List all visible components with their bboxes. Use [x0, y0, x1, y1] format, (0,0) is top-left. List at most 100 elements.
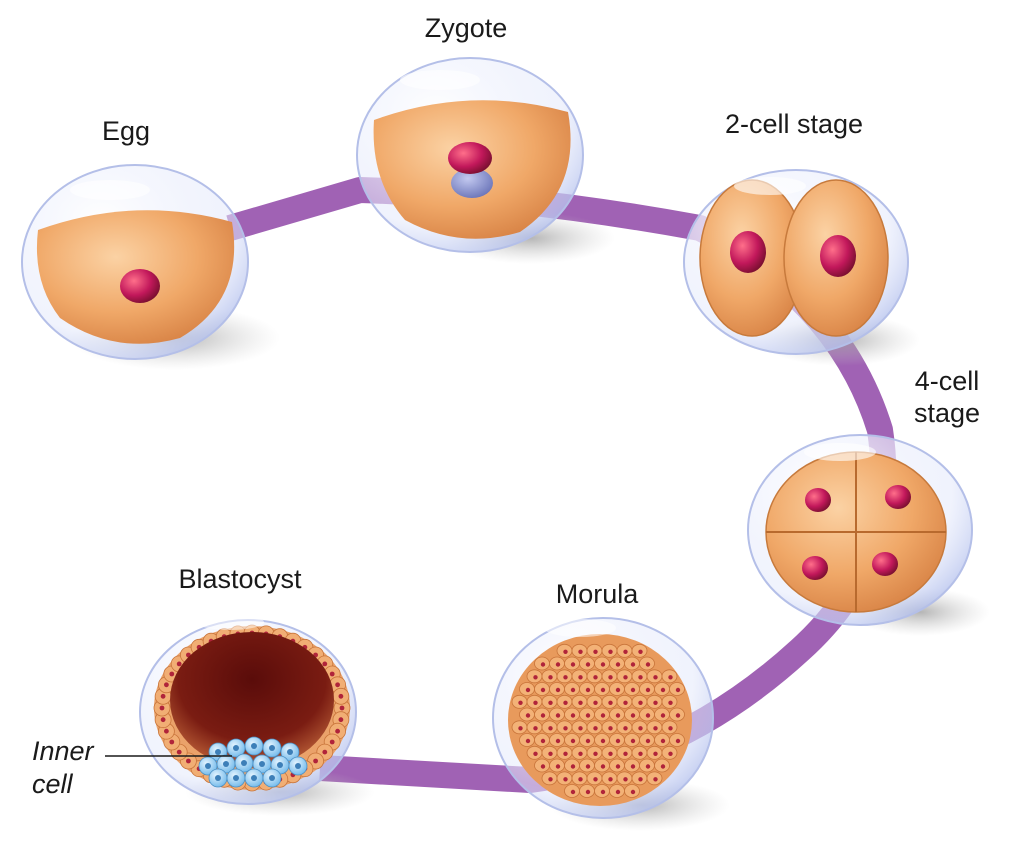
morula-cell-nucleus: [630, 789, 636, 795]
morula-cell-nucleus: [638, 700, 643, 705]
morula-cell-nucleus: [638, 751, 643, 756]
trophoblast-cell-nucleus: [335, 682, 340, 688]
inner-cell-nucleus: [205, 763, 211, 769]
morula-cell-nucleus: [570, 764, 576, 769]
morula-cell-nucleus: [563, 700, 568, 705]
morula-cell-nucleus: [525, 738, 531, 744]
morula-cell-nucleus: [600, 789, 606, 795]
morula-cell-nucleus: [608, 726, 613, 731]
morula-cell-nucleus: [653, 751, 658, 756]
morula-cell-nucleus: [548, 675, 553, 680]
label-zygote: Zygote: [425, 13, 508, 43]
morula-cell-nucleus: [555, 687, 561, 693]
zygote-nucleus-lower: [451, 168, 493, 198]
four-cell-nucleus-br: [872, 552, 898, 576]
morula-cell-nucleus: [653, 675, 658, 680]
morula-cell-nucleus: [645, 687, 651, 693]
morula-cell-nucleus: [563, 675, 568, 680]
morula-cell-nucleus: [525, 713, 531, 718]
morula-cell-nucleus: [630, 687, 636, 693]
inner-cell-nucleus: [251, 775, 257, 781]
morula-cell-nucleus: [555, 662, 561, 667]
morula-cell-nucleus: [623, 751, 628, 756]
morula-cell-nucleus: [540, 662, 546, 667]
morula-cell-nucleus: [570, 738, 576, 744]
morula-cell-nucleus: [638, 726, 643, 731]
morula-stage: [492, 617, 730, 831]
morula-cell-nucleus: [585, 764, 591, 769]
two-cell-nucleus-left: [730, 231, 766, 273]
morula-cell-nucleus: [585, 662, 591, 667]
morula-cell-nucleus: [630, 764, 636, 769]
morula-cell-nucleus: [660, 738, 666, 744]
morula-cell-nucleus: [600, 764, 606, 769]
morula-cell-nucleus: [540, 713, 546, 718]
morula-cell-nucleus: [578, 751, 583, 756]
trophoblast-cell-nucleus: [164, 728, 169, 734]
egg-highlight: [70, 180, 150, 200]
inner-cell-nucleus: [269, 745, 275, 751]
label-four-cell-line1: 4-cell: [915, 366, 980, 396]
morula-cell-nucleus: [518, 700, 523, 705]
morula-cell-nucleus: [615, 687, 621, 693]
morula-cell-nucleus: [623, 777, 628, 782]
inner-cell-nucleus: [215, 749, 221, 755]
trophoblast-cell-nucleus: [322, 661, 328, 667]
inner-cell-nucleus: [277, 762, 283, 768]
morula-cell-nucleus: [563, 751, 568, 756]
morula-cell-nucleus: [533, 726, 538, 731]
morula-cell-nucleus: [548, 726, 553, 731]
inner-cell-nucleus: [295, 763, 301, 769]
inner-cell-nucleus: [241, 760, 247, 766]
inner-cell-nucleus: [269, 775, 275, 781]
morula-cell-nucleus: [600, 662, 606, 667]
morula-cell-nucleus: [653, 777, 658, 782]
morula-cell-nucleus: [675, 738, 681, 744]
inner-cell-nucleus: [251, 743, 257, 749]
morula-cell-nucleus: [525, 687, 531, 693]
morula-cell-nucleus: [645, 764, 651, 769]
morula-cell-nucleus: [600, 687, 606, 693]
four-cell-stage: [747, 434, 990, 636]
trophoblast-cell-nucleus: [322, 749, 328, 755]
morula-cell-nucleus: [540, 764, 546, 769]
morula-cell-nucleus: [668, 726, 673, 731]
four-cell-nucleus-tr: [885, 485, 911, 509]
morula-cell-nucleus: [570, 789, 576, 795]
morula-cell-nucleus: [563, 777, 568, 782]
morula-cell-nucleus: [585, 713, 591, 718]
inner-cell-nucleus: [223, 761, 229, 767]
morula-cell-nucleus: [660, 687, 666, 693]
morula-cell-nucleus: [555, 764, 561, 769]
morula-cell-nucleus: [540, 687, 546, 693]
two-cell-nucleus-right: [820, 235, 856, 277]
trophoblast-cell-nucleus: [186, 758, 191, 764]
morula-cell-nucleus: [593, 649, 598, 654]
morula-cell-nucleus: [593, 675, 598, 680]
label-morula: Morula: [556, 579, 640, 609]
morula-cell-nucleus: [623, 726, 628, 731]
morula-cell-nucleus: [630, 662, 636, 667]
morula-cell-nucleus: [593, 751, 598, 756]
morula-cell-nucleus: [600, 713, 606, 718]
trophoblast-cell-nucleus: [329, 739, 335, 745]
trophoblast-cell-nucleus: [164, 682, 169, 688]
trophoblast-cell-nucleus: [169, 671, 175, 677]
trophoblast-cell-nucleus: [338, 717, 344, 723]
morula-cell-nucleus: [548, 751, 553, 756]
morula-cell-nucleus: [668, 675, 673, 680]
blastocyst-stage: [139, 614, 375, 816]
morula-cell-nucleus: [585, 789, 591, 795]
morula-cell-nucleus: [608, 751, 613, 756]
morula-cell-nucleus: [615, 713, 621, 718]
trophoblast-cell-nucleus: [335, 728, 340, 734]
morula-cell-nucleus: [645, 713, 651, 718]
label-four-cell-line2: stage: [914, 398, 980, 428]
morula-cell-nucleus: [570, 662, 576, 667]
morula-cell-nucleus: [645, 738, 651, 744]
morula-cell-nucleus: [585, 687, 591, 693]
morula-cell-nucleus: [675, 713, 681, 718]
zygote-highlight: [400, 70, 480, 90]
morula-cell-nucleus: [660, 713, 666, 718]
